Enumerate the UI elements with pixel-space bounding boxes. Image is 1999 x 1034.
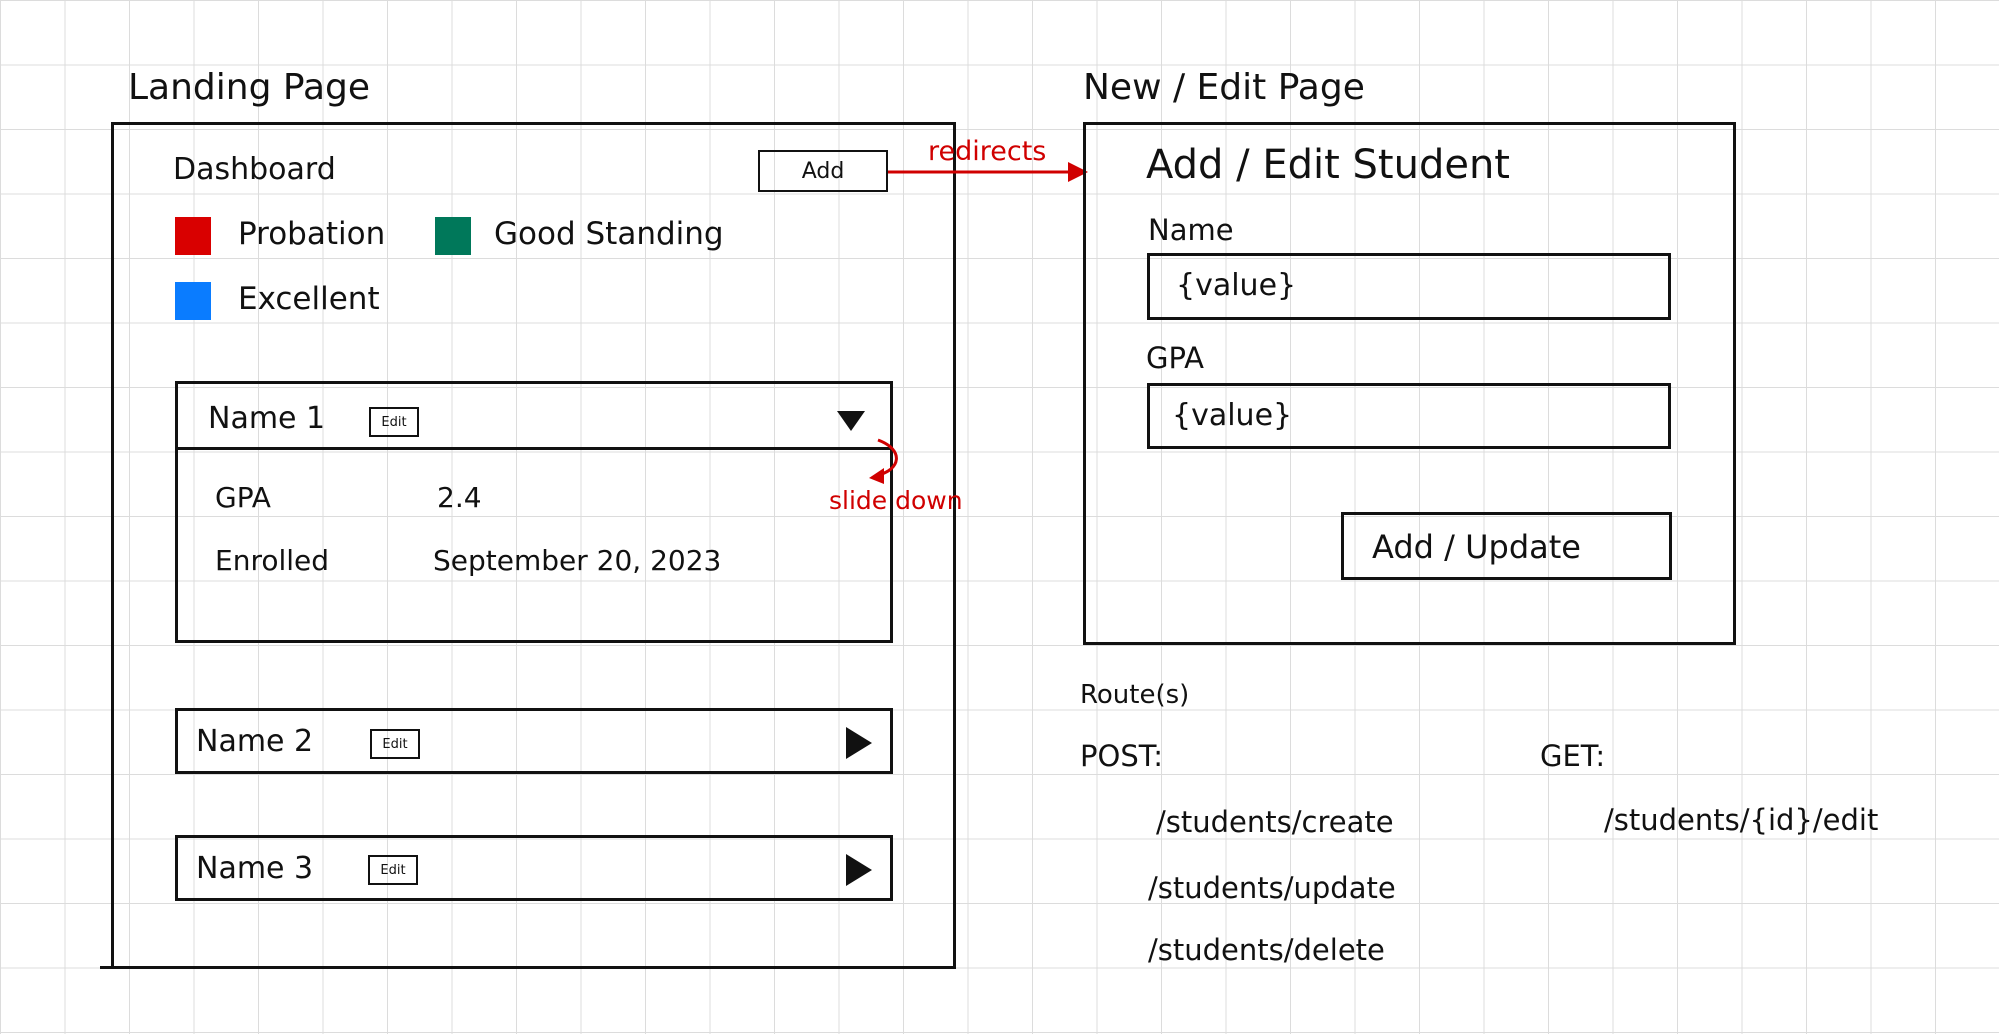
- excellent-swatch: [175, 282, 211, 320]
- collapse-arrow-icon[interactable]: [837, 411, 865, 431]
- name-field[interactable]: [1147, 253, 1671, 320]
- enrolled-label: Enrolled: [215, 544, 330, 577]
- slide-down-arrow-head: [869, 468, 884, 484]
- landing-page-title: Landing Page: [128, 67, 371, 108]
- gpa-label: GPA: [215, 481, 271, 514]
- good-standing-swatch: [435, 217, 471, 255]
- add-button[interactable]: Add: [758, 150, 888, 192]
- gpa-field[interactable]: [1147, 383, 1671, 449]
- card-header-divider: [175, 447, 893, 450]
- student-name-3: Name 3: [196, 851, 314, 886]
- redirect-arrow-head: [1068, 162, 1088, 182]
- name-field-label: Name: [1148, 213, 1234, 247]
- expand-arrow-icon[interactable]: [846, 727, 872, 759]
- enrolled-value: September 20, 2023: [433, 544, 722, 577]
- student-card-collapsed[interactable]: [175, 835, 893, 901]
- landing-page-frame: [111, 122, 956, 969]
- student-card-collapsed[interactable]: [175, 708, 893, 774]
- edit-button-3[interactable]: Edit: [368, 855, 418, 885]
- form-heading: Add / Edit Student: [1146, 142, 1510, 188]
- edit-page-title: New / Edit Page: [1083, 67, 1365, 108]
- gpa-value: 2.4: [437, 481, 482, 514]
- frame-stroke-overhang: [100, 966, 114, 969]
- legend-excellent-label: Excellent: [238, 281, 380, 317]
- probation-swatch: [175, 217, 211, 255]
- legend-good-standing-label: Good Standing: [494, 216, 724, 252]
- redirects-annotation: redirects: [928, 136, 1047, 167]
- add-update-button-label: Add / Update: [1372, 528, 1581, 566]
- student-name-1: Name 1: [208, 401, 326, 436]
- gpa-field-value: {value}: [1172, 398, 1293, 433]
- route-item: /students/create: [1156, 805, 1394, 839]
- post-label: POST:: [1080, 739, 1164, 773]
- routes-title: Route(s): [1080, 680, 1190, 710]
- gpa-field-label: GPA: [1146, 341, 1204, 375]
- edit-button-2[interactable]: Edit: [370, 729, 420, 759]
- expand-arrow-icon[interactable]: [846, 854, 872, 886]
- edit-page-frame: [1083, 122, 1736, 645]
- route-item: /students/{id}/edit: [1604, 803, 1879, 837]
- edit-button-1[interactable]: Edit: [369, 407, 419, 437]
- route-item: /students/update: [1148, 871, 1396, 905]
- name-field-value: {value}: [1176, 268, 1297, 303]
- slide-down-arrow-curve: [877, 438, 898, 477]
- dashboard-label: Dashboard: [173, 152, 336, 187]
- student-name-2: Name 2: [196, 724, 314, 759]
- legend-probation-label: Probation: [238, 216, 386, 252]
- add-update-button[interactable]: Add / Update: [1341, 512, 1672, 580]
- route-item: /students/delete: [1148, 933, 1385, 967]
- slide-down-annotation: slide down: [829, 486, 963, 515]
- get-label: GET:: [1540, 739, 1606, 773]
- student-card-expanded: [175, 381, 893, 643]
